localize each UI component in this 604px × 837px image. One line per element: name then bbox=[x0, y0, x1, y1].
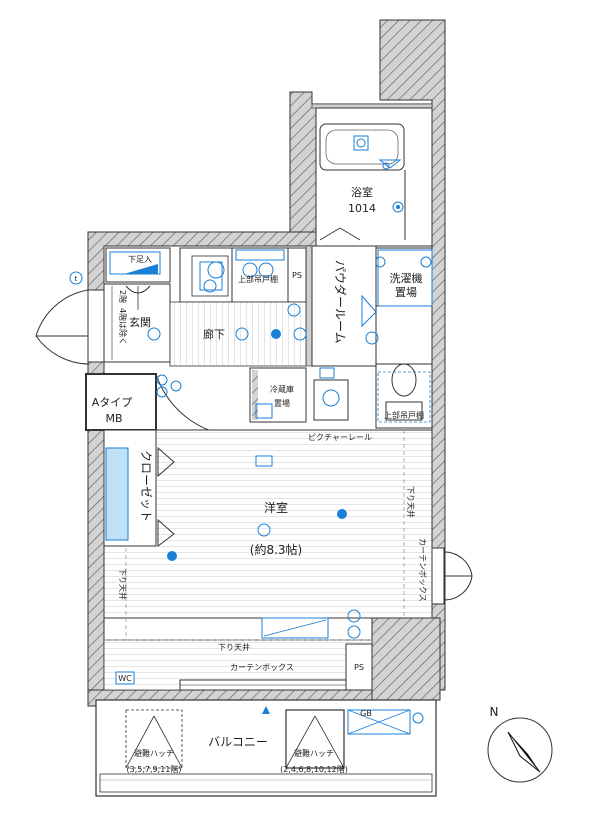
picture-rail-label: ピクチャーレール bbox=[308, 433, 372, 442]
hallway-area: 廊下 bbox=[155, 301, 307, 437]
curtain-box-right: カーテンボックス bbox=[418, 538, 427, 602]
ps-upper-label: PS bbox=[292, 271, 302, 280]
hatch-left-label-1: 避難ハッチ bbox=[134, 748, 174, 758]
balcony: 避難ハッチ (3,5,7,9,11階) 避難ハッチ (2,4,6,8,10,12… bbox=[95, 699, 437, 797]
mb-label: MB bbox=[105, 412, 122, 425]
upper-cabinet-right-label: 上部吊戸棚 bbox=[384, 410, 424, 420]
western-room: クローゼット ピクチャーレール 洋室 (約8.3帖) 下り天井 カーテンボックス… bbox=[103, 429, 473, 640]
type-label: Aタイプ bbox=[92, 396, 133, 409]
walls bbox=[85, 19, 446, 707]
bathroom: 浴室 1014 bbox=[315, 107, 433, 247]
laundry-area: 洗濯機 置場 bbox=[374, 247, 433, 307]
curtain-box-bottom: カーテンボックス bbox=[230, 663, 294, 672]
ps-lower-label: PS bbox=[354, 663, 364, 672]
entrance-area: t 玄関 2階 4階は除く bbox=[35, 271, 171, 365]
hatch-right-label-1: 避難ハッチ bbox=[294, 748, 334, 758]
western-room-size: (約8.3帖) bbox=[250, 542, 302, 557]
powder-room-label: パウダールーム bbox=[333, 260, 348, 344]
hallway-label: 廊下 bbox=[203, 327, 225, 341]
balcony-label: バルコニー bbox=[208, 735, 268, 749]
footrest-label: 下足入 bbox=[128, 255, 152, 264]
ceiling-drop-bottom: 下り天井 bbox=[218, 642, 250, 652]
kitchen-area: 下足入 上部吊戸棚 PS bbox=[105, 247, 307, 303]
hatch-right-label-2: (2,4,6,8,10,12階) bbox=[280, 764, 348, 774]
upper-cabinet-left-label: 上部吊戸棚 bbox=[238, 274, 278, 284]
stair-note-2: 4階は除く bbox=[118, 308, 128, 345]
fridge-area: 冷蔵庫 置場 bbox=[249, 367, 349, 423]
lower-zone: 下り天井 カーテンボックス WC PS bbox=[103, 639, 373, 691]
powder-room: パウダールーム bbox=[311, 245, 379, 367]
laundry-label-2: 置場 bbox=[395, 286, 417, 299]
entrance-label: 玄関 bbox=[129, 315, 151, 329]
toilet-area: 上部吊戸棚 bbox=[375, 363, 433, 429]
ceiling-drop-left: 下り天井 bbox=[118, 568, 128, 600]
north-compass: N bbox=[487, 705, 553, 783]
western-room-label: 洋室 bbox=[264, 500, 288, 515]
bath-fan-icon bbox=[353, 135, 369, 151]
bathroom-label: 浴室 bbox=[351, 185, 373, 199]
laundry-label-1: 洗濯機 bbox=[390, 271, 423, 285]
stair-note-1: 2階 bbox=[118, 290, 128, 303]
fridge-label-1: 冷蔵庫 bbox=[270, 384, 294, 394]
gb-label: GB bbox=[360, 709, 372, 718]
hatch-left-label-2: (3,5,7,9,11階) bbox=[127, 764, 182, 774]
fridge-label-2: 置場 bbox=[274, 398, 290, 408]
svg-text:t: t bbox=[75, 275, 78, 283]
north-label: N bbox=[490, 705, 499, 719]
ceiling-drop-right: 下り天井 bbox=[406, 486, 416, 518]
wc-label: WC bbox=[118, 674, 132, 683]
mb-area: Aタイプ MB bbox=[92, 396, 133, 425]
closet-label: クローゼット bbox=[139, 450, 153, 522]
bathroom-size: 1014 bbox=[348, 202, 376, 215]
